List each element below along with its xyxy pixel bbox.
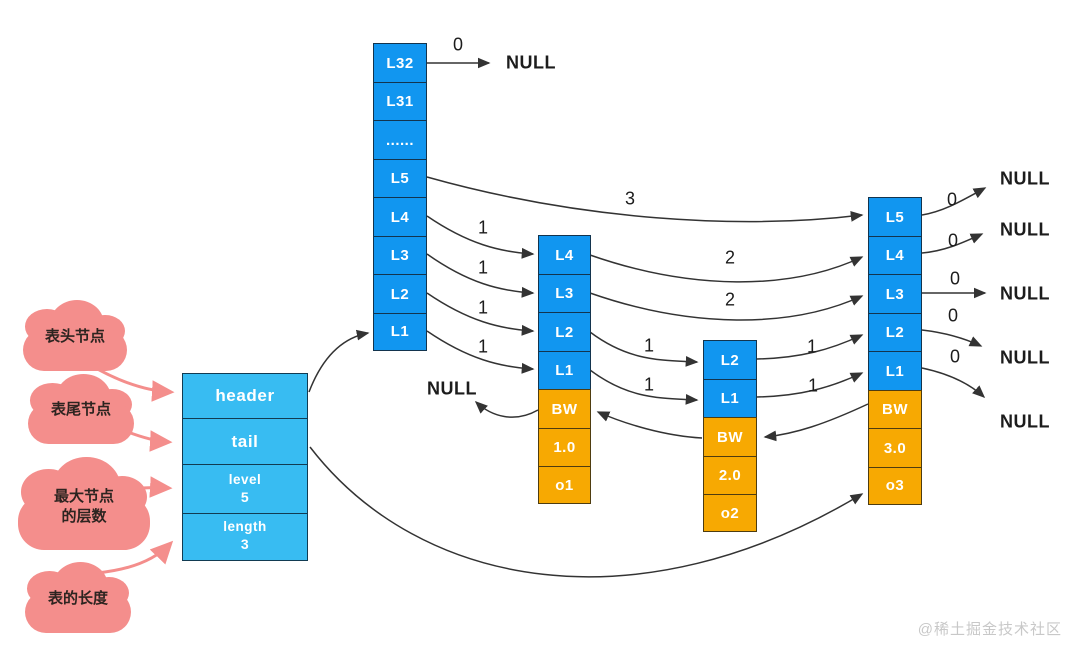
span-label-n1-l1: 1 [643,374,655,395]
span-label-n1-l3: 2 [724,289,736,310]
level-value: 5 [240,488,250,505]
cloud-base [25,591,131,633]
node3-cell-obj: o3 [868,466,922,505]
arrow-hl3-n1l3 [426,253,535,298]
node3-cell-l1: L1 [868,351,922,391]
arrow-header-to-column [308,329,370,393]
span-label-n3-l2: 0 [947,305,959,326]
arrow-n1l2-n2l2 [589,331,699,367]
head-cell-l4: L4 [373,197,427,237]
span-label-top: 0 [452,34,464,55]
cloud-label: 表的长度 [47,589,108,607]
head-cell-l3: L3 [373,235,427,276]
null-label-r5: NULL [1000,411,1050,432]
node2-cell-score: 2.0 [703,455,757,496]
arrow-hl1-n1l1 [426,330,535,374]
cloud-label: 最大节点 的层数 [18,487,150,528]
null-label-r2: NULL [1000,219,1050,240]
arrow-n3bw-n2bw [763,403,869,442]
span-label-n1-l4: 2 [724,247,736,268]
node2-cell-l2: L2 [703,340,757,380]
span-label-h-l5: 3 [624,188,636,209]
arrow-n3l4-null [921,233,984,254]
span-label-n3-l5: 0 [946,189,958,210]
node1-cell-l4: L4 [538,235,591,275]
node1-cell-bw: BW [538,389,591,429]
node3-cell-bw: BW [868,389,922,430]
head-cell-l31: L31 [373,81,427,122]
cloud-base [28,403,134,444]
watermark: @稀土掘金技术社区 [917,621,1062,638]
arrow-n1l3-n3l3 [589,292,864,321]
struct-cell-tail: tail [182,417,308,466]
cloud-label: 表尾节点 [50,401,111,419]
null-label-node1-bw: NULL [427,378,477,399]
null-label-r1: NULL [1000,168,1050,189]
arrow-n1bw-null [474,400,539,418]
cloud-label: 表头节点 [44,327,105,345]
node1-cell-l3: L3 [538,273,591,314]
span-label-n3-l4: 0 [947,230,959,251]
arrow-n1l1-n2l1 [589,369,699,405]
length-value: 3 [240,536,250,553]
length-label: length [223,519,267,535]
node1-cell-score: 1.0 [538,427,591,468]
struct-cell-length: length 3 [182,512,308,561]
arrow-cloud4-length [96,540,174,575]
node3-cell-score: 3.0 [868,428,922,468]
null-label-r4: NULL [1000,347,1050,368]
node2-cell-obj: o2 [703,494,757,532]
arrow-hl2-n1l2 [426,292,535,336]
cloud-header-node: 表头节点 [23,299,127,371]
cloud-label-line1: 最大节点 [53,487,114,505]
node3-cell-l3: L3 [868,274,922,314]
struct-cell-level: level 5 [182,464,308,514]
node1-cell-obj: o1 [538,466,591,504]
arrow-n2l2-n3l2 [756,334,864,360]
cloud-label-line2: 的层数 [61,507,107,525]
head-cell-ellipsis: ...... [373,120,427,160]
arrow-n3l5-null [921,187,987,216]
level-label: level [228,471,262,487]
arrow-hl5-n3l5 [426,176,864,223]
span-label-n3-l1: 0 [949,346,961,367]
span-label-n2-l2: 1 [806,336,818,357]
span-label-n1-l2: 1 [643,335,655,356]
span-label-n3-l3: 0 [949,268,961,289]
node1-cell-l1: L1 [538,350,591,391]
arrow-n3l2-null [921,329,983,347]
head-cell-l32: L32 [373,43,427,83]
null-label-top: NULL [506,52,556,73]
arrow-hl4-n1l4 [426,215,535,259]
node1-cell-l2: L2 [538,312,591,352]
node2-cell-bw: BW [703,417,757,457]
arrow-n2bw-n1bw [596,411,703,439]
span-label-h-l1: 1 [477,336,489,357]
cloud-base [23,329,127,371]
arrow-tail-to-o3 [309,446,864,578]
struct-cell-header: header [182,373,308,419]
cloud-max-level: 最大节点 的层数 [18,456,150,550]
node3-cell-l5: L5 [868,197,922,237]
head-cell-l1: L1 [373,312,427,351]
arrow-n1l4-n3l4 [589,254,864,283]
node2-cell-l1: L1 [703,378,757,419]
head-cell-l2: L2 [373,274,427,314]
arrow-n3l1-null [921,367,986,399]
node3-cell-l2: L2 [868,312,922,353]
span-label-n2-l1: 1 [807,375,819,396]
cloud-list-length: 表的长度 [25,561,131,633]
span-label-h-l2: 1 [477,297,489,318]
span-label-h-l4: 1 [477,217,489,238]
node3-cell-l4: L4 [868,235,922,276]
head-cell-l5: L5 [373,158,427,199]
null-label-r3: NULL [1000,283,1050,304]
span-label-h-l3: 1 [477,257,489,278]
arrow-n2l1-n3l1 [756,372,864,398]
cloud-base [18,495,150,550]
cloud-tail-node: 表尾节点 [28,374,134,444]
